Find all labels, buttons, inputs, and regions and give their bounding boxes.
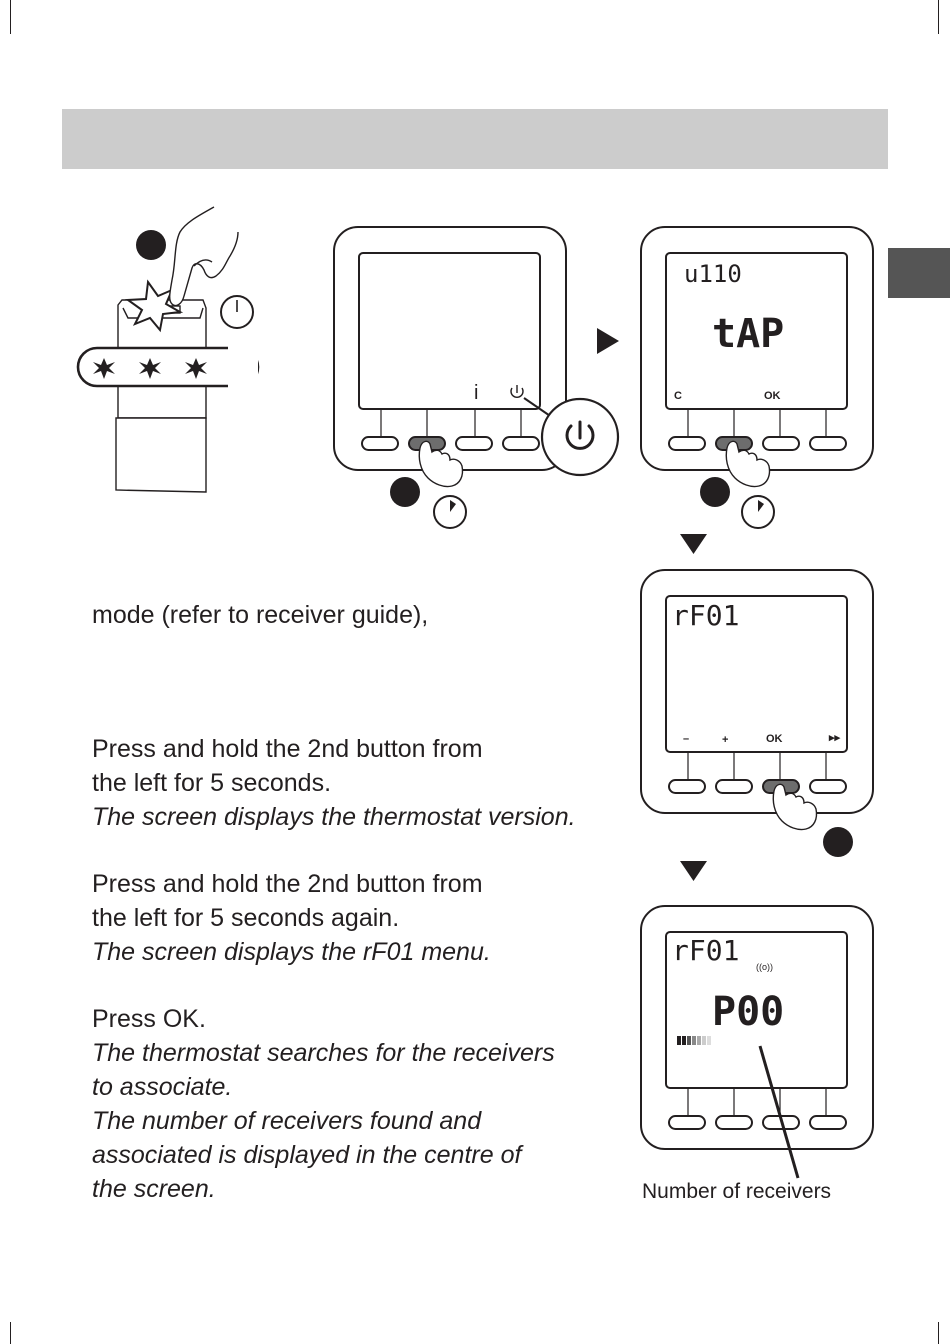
flash-star-icon — [93, 358, 207, 379]
lcd-main-text: tAP — [712, 311, 784, 357]
step-hold-first: Press and hold the 2nd button from the l… — [92, 732, 576, 834]
callout-line — [758, 1045, 800, 1179]
receiver-illustration — [76, 206, 260, 493]
crop-mark-top-right — [938, 0, 939, 34]
lcd-menu-text: rF01 — [672, 934, 739, 967]
lcd-menu-text: rF01 — [672, 599, 739, 632]
step-result-line: to associate. — [92, 1073, 233, 1101]
section-header-band — [62, 109, 888, 169]
lcd-label-c: C — [674, 390, 682, 402]
power-icon — [565, 420, 595, 450]
step-text-line: Press and hold the 2nd button from — [92, 735, 483, 763]
step-result-line: The thermostat searches for the receiver… — [92, 1039, 555, 1067]
arrow-down-icon — [680, 534, 707, 554]
lcd-label-ok: OK — [764, 390, 781, 402]
step-text-line: Press and hold the 2nd button from — [92, 870, 483, 898]
chapter-tab — [888, 248, 950, 298]
thermostat-1 — [333, 226, 620, 529]
thermostat-4 — [640, 905, 874, 1179]
step-badge-4 — [823, 827, 853, 857]
arrow-down-icon — [680, 861, 707, 881]
signal-bars-icon — [677, 1036, 711, 1045]
step-result-line: The number of receivers found and — [92, 1107, 482, 1135]
crop-mark-bottom-right — [938, 1322, 939, 1344]
step-hold-second: Press and hold the 2nd button from the l… — [92, 867, 491, 969]
fast-forward-icon: ▸▸ — [828, 732, 841, 744]
crop-mark-bottom-left — [10, 1322, 11, 1344]
step-text-line: Press OK. — [92, 1005, 206, 1033]
step-text-line: the left for 5 seconds. — [92, 769, 332, 797]
lcd-label-ok: OK — [766, 733, 783, 745]
info-icon: i — [474, 382, 478, 404]
step-result-line: the screen. — [92, 1175, 216, 1203]
intro-text: mode (refer to receiver guide), — [92, 601, 429, 629]
step-text-line: the left for 5 seconds again. — [92, 904, 400, 932]
crop-mark-top-left — [10, 0, 11, 34]
lcd-version-text: u110 — [684, 260, 742, 288]
step-result-line: associated is displayed in the centre of — [92, 1141, 522, 1169]
step-badge-3 — [700, 477, 730, 507]
lcd-label-minus: – — [683, 733, 689, 745]
thermostat-2 — [640, 226, 874, 529]
small-power-icon — [510, 385, 524, 398]
radio-signal-icon: ((o)) — [756, 962, 773, 972]
step-badge-1 — [136, 230, 166, 260]
lcd-receiver-count: P00 — [712, 989, 784, 1035]
thermostat-3 — [640, 569, 874, 857]
step-badge-2 — [390, 477, 420, 507]
lcd-label-plus: + — [722, 734, 728, 746]
step-result-line: The screen displays the rF01 menu. — [92, 938, 491, 966]
arrow-right-icon — [597, 328, 619, 354]
receivers-caption: Number of receivers — [642, 1180, 832, 1203]
step-press-ok: Press OK. The thermostat searches for th… — [92, 1002, 555, 1206]
step-result-line: The screen displays the thermostat versi… — [92, 803, 576, 831]
